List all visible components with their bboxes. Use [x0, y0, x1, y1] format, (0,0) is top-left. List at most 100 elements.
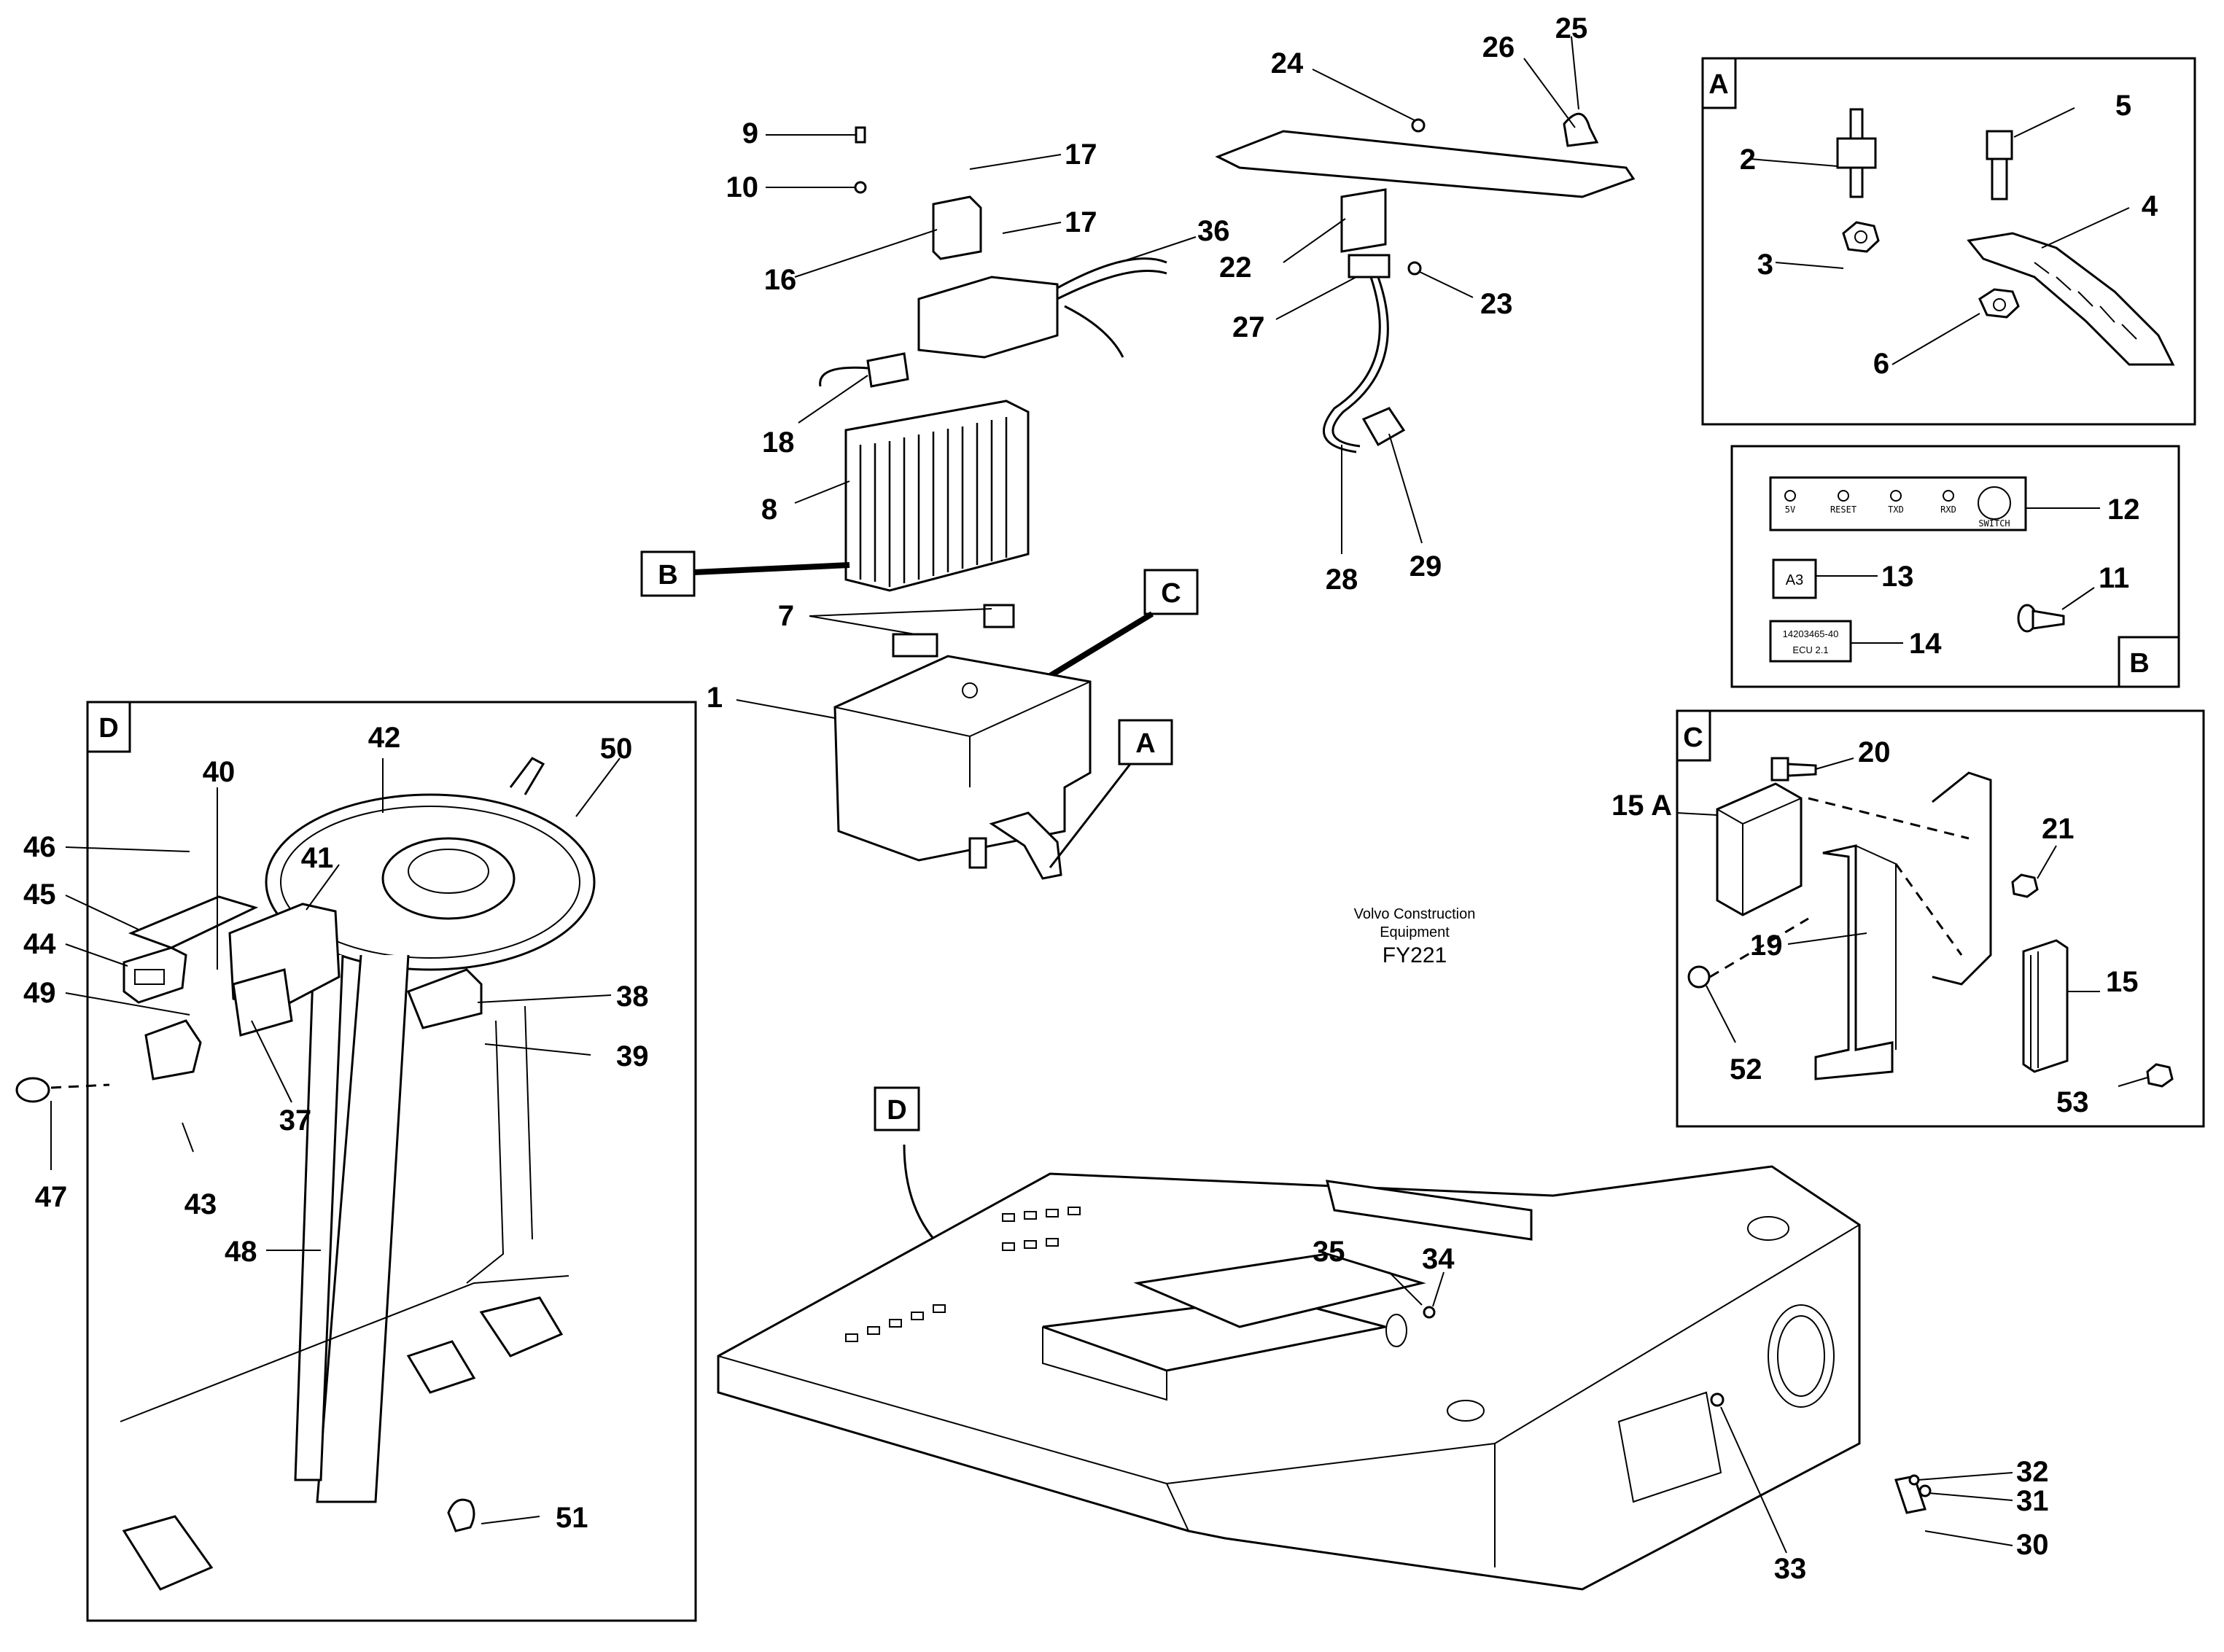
module-15a — [1716, 782, 1803, 916]
detail-panel-d: D 46 45 — [15, 701, 697, 1622]
label-4: 4 — [2142, 190, 2158, 222]
label-50: 50 — [600, 733, 633, 765]
pad-27 — [1348, 254, 1391, 278]
ecu-label-line1: 14203465-40 — [1783, 628, 1839, 639]
label-39: 39 — [616, 1040, 649, 1072]
screw-52 — [1687, 965, 1711, 989]
label-48: 48 — [225, 1236, 257, 1268]
steering-column — [316, 954, 410, 1503]
standoff-under — [968, 837, 987, 869]
callout-a-box — [1118, 719, 1173, 765]
label-51: 51 — [556, 1502, 588, 1534]
ecu-label — [1769, 620, 1852, 663]
callout-b-box — [640, 550, 696, 597]
ecu-label-line2: ECU 2.1 — [1792, 644, 1828, 655]
cap-b — [1747, 1216, 1789, 1241]
lamp-housing — [144, 1019, 202, 1080]
label-44: 44 — [23, 928, 56, 960]
label-43: 43 — [184, 1188, 217, 1220]
label-10: 10 — [726, 171, 759, 203]
label-5: 5 — [2115, 90, 2131, 122]
tray-1 — [833, 655, 1092, 862]
mount-plate — [1133, 1252, 1426, 1328]
rail-plate — [1326, 1180, 1533, 1241]
strap-under — [989, 811, 1062, 880]
label-26: 26 — [1482, 31, 1515, 63]
callout-a: A — [1135, 728, 1155, 759]
u-bracket — [1340, 188, 1387, 253]
side-port — [1768, 1304, 1835, 1408]
panel-d-frame — [86, 701, 697, 1622]
label-37: 37 — [279, 1104, 312, 1137]
detail-panel-c: C 20 15 A 21 19 15 52 — [1611, 709, 2205, 1128]
label-15a: 15 A — [1611, 790, 1672, 822]
module-15 — [2022, 939, 2069, 1073]
washer-23 — [1407, 261, 1422, 276]
label-2: 2 — [1740, 144, 1756, 176]
label-24: 24 — [1271, 47, 1304, 79]
label-47: 47 — [35, 1181, 68, 1213]
mount-holes — [845, 1207, 1081, 1342]
label-49: 49 — [23, 977, 56, 1009]
connector-18 — [866, 352, 909, 388]
relay-16 — [932, 195, 982, 260]
switch-panel-rxd: RXD — [1940, 504, 1956, 515]
connector-29 — [1361, 407, 1406, 447]
ground-strap — [1967, 232, 2175, 366]
switch-panel-reset: RESET — [1830, 504, 1856, 515]
nut-53 — [2146, 1063, 2174, 1088]
label-22: 22 — [1219, 252, 1252, 284]
callout-c: C — [1161, 578, 1181, 609]
pedal-c — [122, 1515, 214, 1591]
panel-b-tag: B — [2129, 648, 2149, 679]
relay-block — [917, 276, 1059, 359]
label-7: 7 — [778, 600, 794, 632]
label-13: 13 — [1881, 561, 1914, 593]
screw-part — [2017, 604, 2065, 633]
callout-c-box — [1143, 569, 1199, 615]
clip-30 — [1894, 1475, 1926, 1514]
switch-panel-5v: 5V — [1785, 504, 1795, 515]
nut-part — [1842, 221, 1880, 253]
label-20: 20 — [1858, 736, 1891, 768]
label-27: 27 — [1232, 311, 1265, 343]
brand-block: Volvo Construction Equipment FY221 — [1354, 906, 1476, 967]
label-6: 6 — [1873, 348, 1889, 380]
nut-21 — [2011, 873, 2039, 898]
detail-panel-b: B 5V RESET TXD RXD SWITCH 12 A3 13 14203… — [1730, 445, 2180, 688]
label-52: 52 — [1730, 1053, 1762, 1086]
label-12: 12 — [2107, 494, 2140, 526]
switch-44 — [123, 946, 187, 1004]
callout-d: D — [887, 1095, 906, 1126]
clamp-37 — [232, 968, 293, 1037]
cross-plate-assembly: 24 25 26 22 27 23 28 29 — [1215, 12, 1636, 596]
label-21: 21 — [2042, 813, 2075, 845]
steering-hub — [381, 837, 516, 920]
washer-32 — [1908, 1474, 1920, 1486]
brand-line2: Equipment — [1380, 924, 1450, 940]
pedal-b — [406, 1340, 476, 1394]
panel-d-tag-box — [86, 701, 131, 753]
switch-panel — [1769, 476, 2027, 531]
cross-plate — [1215, 130, 1636, 198]
label-42: 42 — [368, 722, 401, 754]
figure-code: FY221 — [1383, 943, 1447, 967]
label-23: 23 — [1480, 288, 1513, 320]
label-25: 25 — [1555, 12, 1588, 44]
label-34: 34 — [1422, 1243, 1455, 1275]
switch-panel-switch: SWITCH — [1978, 518, 2010, 529]
nut-33 — [1710, 1392, 1725, 1407]
ecu-assembly: 9 10 16 17 17 36 18 8 — [640, 117, 1230, 880]
washer-24 — [1411, 118, 1426, 133]
cap-a — [1447, 1400, 1485, 1422]
label-19: 19 — [1750, 930, 1783, 962]
screw-9 — [855, 126, 866, 144]
label-32: 32 — [2016, 1456, 2049, 1488]
label-29: 29 — [1410, 550, 1442, 583]
panel-a-tag: A — [1708, 69, 1728, 100]
label-16: 16 — [764, 264, 797, 296]
washer-10 — [854, 181, 867, 194]
ecu-fins — [859, 417, 1008, 587]
bolt-shank — [1991, 157, 2008, 200]
